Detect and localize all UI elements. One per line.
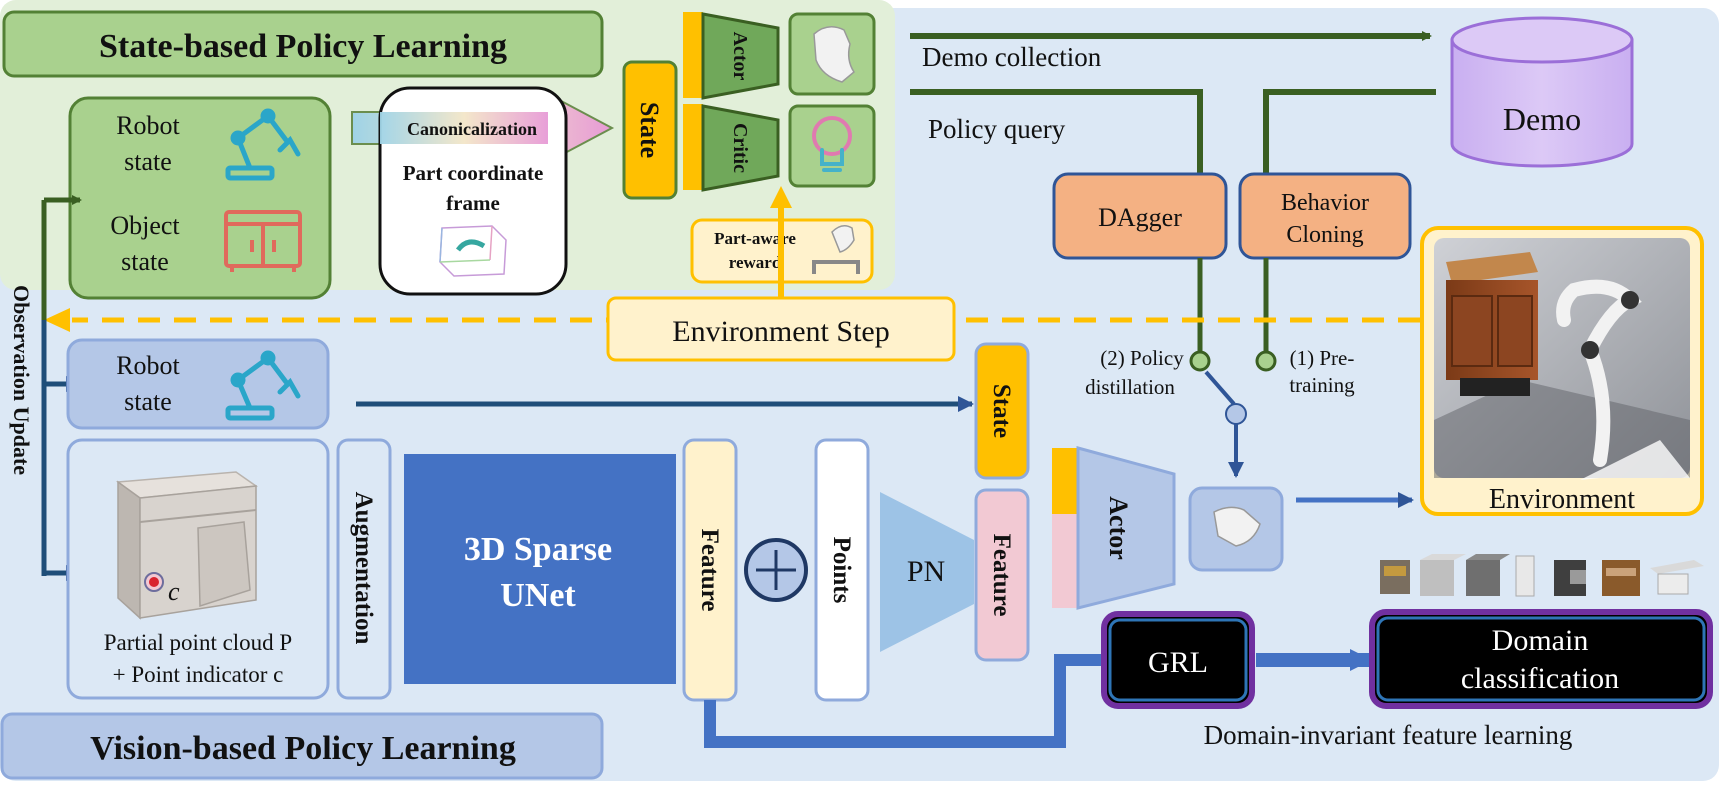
state-block (622, 60, 678, 200)
critic-feature-strip (683, 104, 703, 190)
domain-invariant-label: Domain-invariant feature learning (1204, 720, 1573, 750)
dagger-label: DAgger (1098, 203, 1182, 232)
environment-step-label: Environment Step (672, 315, 889, 348)
state-panel-title: State-based Policy Learning (99, 28, 507, 65)
concat-plus-icon (744, 538, 808, 602)
demo-label: Demo (1503, 101, 1581, 137)
state-block-label: State (635, 102, 664, 158)
actor-input-strip-feature (1052, 514, 1078, 608)
switch-node (1225, 403, 1247, 425)
object-thumbnails (1380, 554, 1704, 597)
grl-label: GRL (1148, 646, 1208, 679)
vision-feature-label: Feature (988, 534, 1015, 617)
part-reward-label-2: reward (729, 253, 782, 272)
actor-label: Actor (729, 32, 751, 81)
unet-label-2: UNet (500, 577, 576, 614)
dagger-box[interactable] (1052, 172, 1228, 260)
critic-trapezoid (701, 104, 780, 192)
vision-panel-title: Vision-based Policy Learning (90, 730, 516, 767)
object-state-label-1: Object (110, 211, 180, 240)
vision-panel-title-box (0, 712, 604, 780)
vision-state-block (974, 342, 1030, 480)
vision-actor-label: Actor (1104, 496, 1133, 560)
vision-actor-trapezoid (1076, 446, 1176, 610)
domain-classification-box[interactable] (1369, 609, 1713, 709)
demo-collection-label: Demo collection (922, 42, 1102, 72)
demo-bc-line (1263, 89, 1436, 178)
environment-step-box (606, 296, 956, 362)
actor-input-strip-state (1052, 448, 1078, 514)
robot-state-label-2: state (124, 147, 172, 176)
observation-update-label: Observation Update (9, 285, 34, 475)
grl-box[interactable] (1101, 611, 1255, 709)
state-panel-title-box (2, 10, 604, 78)
vision-feature-block (974, 488, 1030, 662)
policy-query-label: Policy query (928, 114, 1066, 144)
actor-feature-strip (683, 12, 703, 98)
gripper-icon (813, 26, 855, 83)
unet-label-1: 3D Sparse (464, 531, 612, 568)
vision-robot-arm-icon (225, 350, 301, 421)
feature-to-grl-path (704, 654, 1104, 748)
part-frame-label-2: frame (446, 191, 500, 215)
cabinet-icon (224, 210, 302, 272)
actor-trapezoid (701, 12, 780, 100)
pn-trapezoid (880, 492, 974, 652)
behavior-cloning-label-1: Behavior (1281, 190, 1369, 216)
points-label: Points (828, 537, 855, 604)
canonicalization-label-overlay: Canonicalization (407, 119, 537, 139)
part-reward-label-1: Part-aware (714, 229, 796, 248)
vision-state-label: State (988, 384, 1015, 438)
point-cloud-caption-2: + Point indicator c (113, 662, 284, 687)
pn-label: PN (907, 555, 945, 588)
object-state-label-2: state (121, 247, 169, 276)
vision-robot-state-label-2: state (124, 387, 172, 416)
distillation-node (1189, 350, 1211, 372)
handle-gripper-icon (812, 225, 860, 274)
vision-gripper-icon (1213, 506, 1261, 547)
feature-label: Feature (696, 529, 723, 612)
domain-classification-label-2: classification (1461, 662, 1619, 695)
critic-output-box (788, 104, 876, 188)
pretraining-label-1: (1) Pre- (1290, 346, 1355, 370)
robot-arm-icon (225, 108, 301, 181)
domain-classification-label-1: Domain (1492, 624, 1589, 657)
points-block (814, 438, 870, 702)
critic-label: Critic (729, 123, 751, 173)
policy-query-line (910, 89, 1203, 178)
point-indicator-label: c (168, 577, 180, 606)
pretraining-label-2: training (1289, 373, 1355, 397)
behavior-cloning-label-2: Cloning (1286, 222, 1363, 248)
policy-distillation-label-1: (2) Policy (1100, 346, 1184, 370)
part-frame-label-1: Part coordinate (403, 161, 544, 185)
observation-arrowhead (44, 308, 70, 332)
point-cloud-cabinet-icon (115, 471, 259, 620)
behavior-cloning-box[interactable] (1238, 172, 1412, 260)
policy-distillation-label-2: distillation (1085, 375, 1175, 399)
augmentation-label: Augmentation (350, 492, 377, 645)
augmentation-block (336, 438, 392, 700)
switch-lever (1204, 370, 1236, 406)
lightbulb-icon (812, 116, 852, 172)
environment-scene (1434, 252, 1690, 480)
environment-label: Environment (1489, 484, 1635, 515)
robot-state-label-1: Robot (116, 111, 180, 140)
coordinate-cube-icon (439, 225, 507, 277)
vision-robot-state-label-1: Robot (116, 351, 180, 380)
demo-database (1450, 16, 1634, 168)
pretraining-node (1255, 350, 1277, 372)
point-cloud-caption-1: Partial point cloud P (104, 630, 292, 655)
